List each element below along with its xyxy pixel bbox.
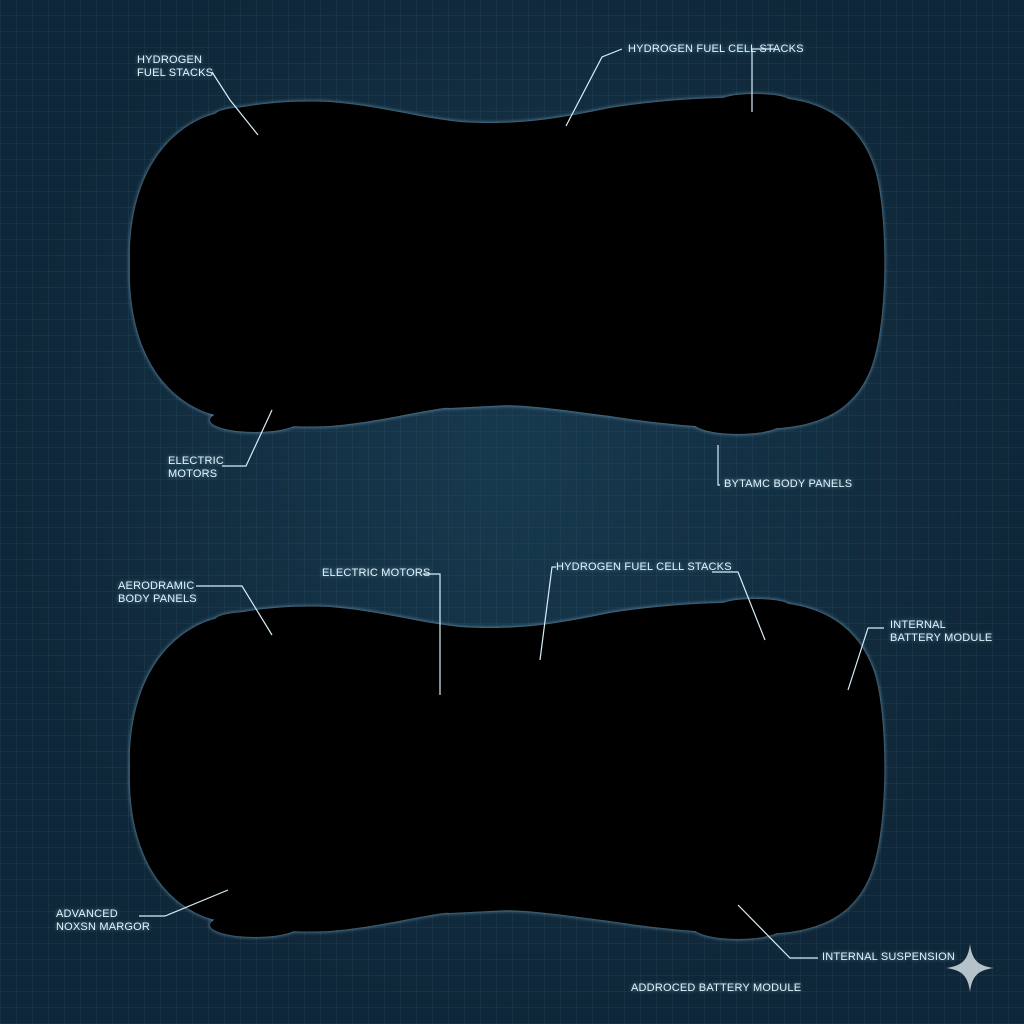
car-top-view-lower bbox=[123, 599, 885, 939]
label-body-panels-top: BYTAMC BODY PANELS bbox=[724, 478, 853, 490]
label-hydrogen-fuel-stacks: HYDROGEN FUEL STACKS bbox=[137, 54, 214, 79]
label-hydrogen-fuel-cell-stacks-top: HYDROGEN FUEL CELL STACKS bbox=[628, 43, 804, 55]
leader-lines-lower bbox=[139, 566, 884, 959]
sparkle-icon bbox=[946, 944, 994, 992]
label-aerodynamic-body-panels: AERODRAMIC BODY PANELS bbox=[118, 580, 197, 605]
label-addroced-battery-module: ADDROCED BATTERY MODULE bbox=[631, 982, 802, 994]
label-hydrogen-fuel-cell-stacks-bottom: HYDROGEN FUEL CELL STACKS bbox=[556, 561, 732, 573]
label-advanced-noxsn-margor: ADVANCED NOXSN MARGOR bbox=[56, 908, 151, 933]
label-internal-battery-module: INTERNAL BATTERY MODULE bbox=[890, 619, 993, 644]
label-electric-motors-bottom: ELECTRIC MOTORS bbox=[322, 567, 431, 579]
leader-lines-upper bbox=[211, 48, 775, 486]
label-electric-motors-top: ELECTRIC MOTORS bbox=[168, 455, 224, 480]
label-internal-suspension: INTERNAL SUSPENSION bbox=[822, 951, 955, 963]
car-top-view-upper bbox=[123, 94, 885, 434]
